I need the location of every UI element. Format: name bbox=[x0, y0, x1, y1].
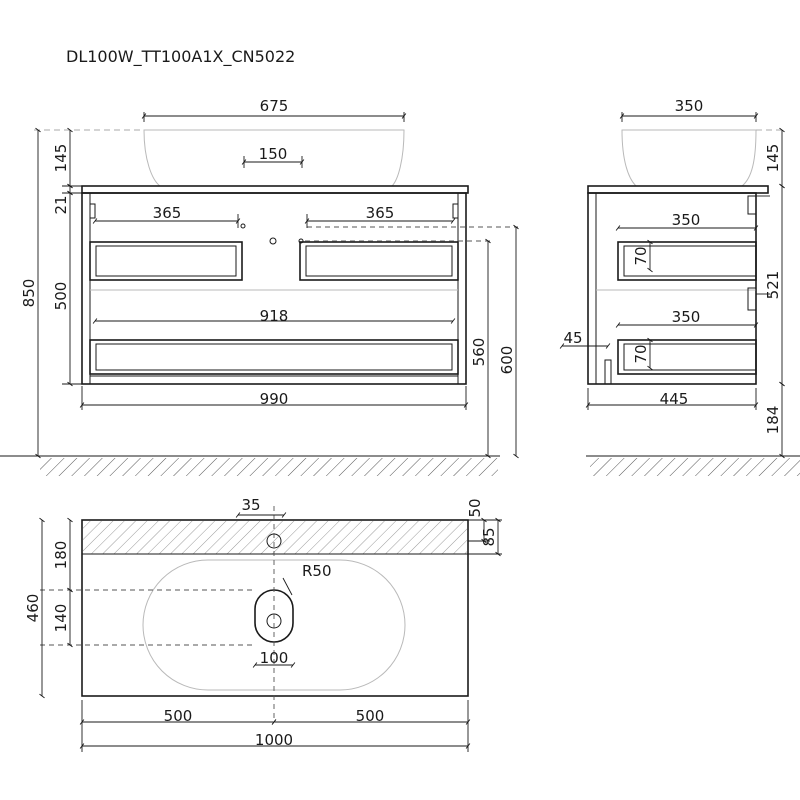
dim-side-cabinet-depth-label: 445 bbox=[660, 390, 689, 408]
front-upper-drawer-right bbox=[299, 241, 459, 281]
dim-drawer-right-label: 365 bbox=[366, 204, 395, 222]
side-leg bbox=[604, 359, 612, 385]
front-lower-drawer-inner bbox=[95, 343, 453, 371]
dim-side-basin-height-label: 145 bbox=[764, 144, 782, 173]
dim-drawer-left-label: 365 bbox=[153, 204, 182, 222]
side-bracket-mid bbox=[747, 287, 757, 311]
dim-side-upper-depth-label: 350 bbox=[672, 211, 701, 229]
front-upper-drawer-left bbox=[89, 241, 243, 281]
dim-plan-back-depth-label: 180 bbox=[52, 541, 70, 570]
plan-basin-outline bbox=[142, 559, 406, 691]
dim-height-600-label: 600 bbox=[498, 346, 516, 375]
dim-plan-drain-width-label: 100 bbox=[260, 649, 289, 667]
dim-side-floor-gap-label: 184 bbox=[764, 406, 782, 435]
front-view: 675 150 365 365 918 990 145 21 500 850 5… bbox=[0, 97, 519, 476]
dim-side-lower-height-label: 70 bbox=[632, 344, 650, 363]
dim-plan-total-depth-label: 460 bbox=[24, 594, 42, 623]
front-bracket-left bbox=[89, 203, 96, 219]
dim-plan-half-right-label: 500 bbox=[356, 707, 385, 725]
dim-plan-hole-offset-label: 35 bbox=[241, 496, 260, 514]
dim-plan-half-left-label: 500 bbox=[164, 707, 193, 725]
dim-side-offset-45-label: 45 bbox=[563, 329, 582, 347]
dim-basin-height-label: 145 bbox=[52, 144, 70, 173]
plan-radius-label: R50 bbox=[302, 562, 332, 580]
front-cabinet bbox=[81, 192, 467, 385]
plan-back-hatch bbox=[83, 521, 467, 554]
dim-basin-width-label: 675 bbox=[260, 97, 289, 115]
side-upper-drawer-inner bbox=[623, 245, 757, 277]
dim-lower-drawer-label: 918 bbox=[260, 307, 289, 325]
side-countertop bbox=[587, 185, 769, 194]
plan-view: 35 50 85 180 140 460 R50 100 500 500 100… bbox=[24, 496, 502, 752]
front-bracket-right bbox=[452, 203, 459, 219]
side-bracket-upper bbox=[747, 195, 757, 215]
side-view: 350 350 70 350 70 45 445 145 521 184 bbox=[559, 97, 800, 476]
dim-plan-85-label: 85 bbox=[480, 527, 498, 546]
dim-side-upper-height-label: 70 bbox=[632, 246, 650, 265]
dim-side-lower-depth-label: 350 bbox=[672, 308, 701, 326]
front-floor-hatch bbox=[40, 458, 498, 476]
dim-cabinet-height-label: 500 bbox=[52, 282, 70, 311]
dim-plan-drain-depth-label: 140 bbox=[52, 604, 70, 633]
dim-height-560-label: 560 bbox=[470, 338, 488, 367]
dim-total-height-label: 850 bbox=[20, 279, 38, 308]
plan-countertop bbox=[81, 519, 469, 697]
dim-plan-50-label: 50 bbox=[466, 498, 484, 517]
drawing-title: DL100W_TT100A1X_CN5022 bbox=[66, 47, 295, 67]
side-lower-drawer-inner bbox=[623, 343, 757, 371]
dim-top-thickness-label: 21 bbox=[52, 195, 70, 214]
front-upper-drawer-left-inner bbox=[95, 245, 237, 277]
front-countertop bbox=[81, 185, 469, 194]
dim-cabinet-width-label: 990 bbox=[260, 390, 289, 408]
front-lower-drawer bbox=[89, 339, 459, 375]
dim-tap-hole-label: 150 bbox=[259, 145, 288, 163]
side-floor-hatch bbox=[590, 458, 800, 476]
side-basin bbox=[621, 129, 757, 187]
dim-plan-total-width-label: 1000 bbox=[255, 731, 293, 749]
front-drain-hole bbox=[269, 237, 277, 245]
dim-side-mount-height-label: 521 bbox=[764, 271, 782, 300]
front-pin-right bbox=[298, 238, 304, 244]
front-upper-drawer-right-inner bbox=[305, 245, 453, 277]
front-pin-left bbox=[240, 223, 246, 229]
dim-side-basin-depth-label: 350 bbox=[675, 97, 704, 115]
